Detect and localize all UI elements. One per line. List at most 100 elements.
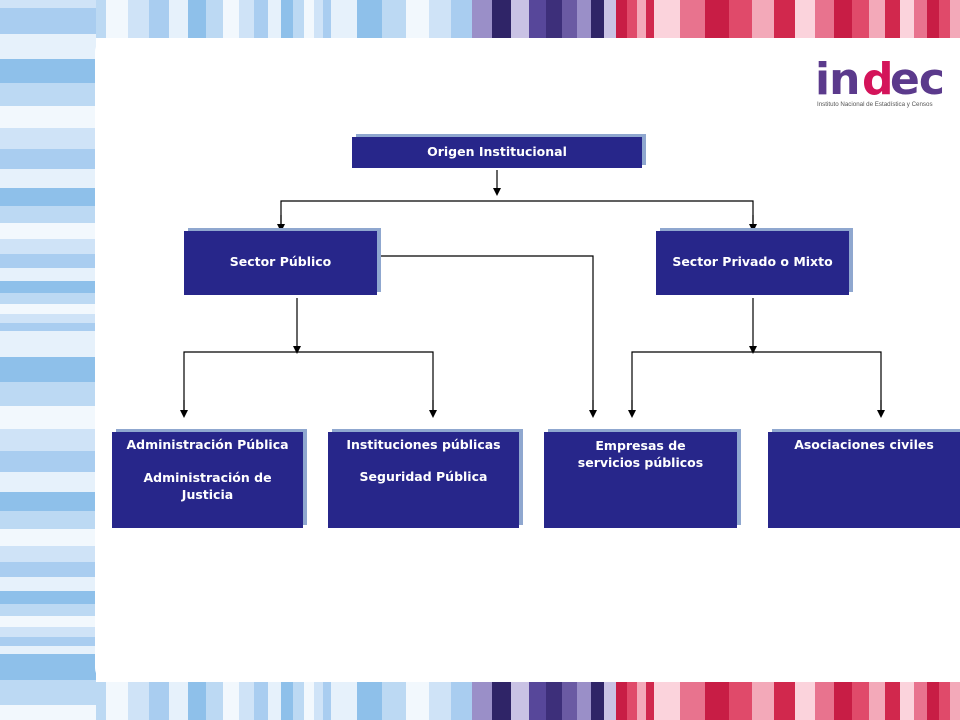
decorative-stripe <box>529 682 546 720</box>
decorative-stripe <box>472 682 492 720</box>
indec-wordmark-icon: in d ec <box>815 56 945 102</box>
decorative-stripe <box>323 682 331 720</box>
decorative-stripe <box>869 0 885 38</box>
node-admin-line1: Administración Pública <box>126 437 289 452</box>
node-origen-institucional: Origen Institucional <box>352 137 642 168</box>
decorative-stripe <box>0 0 96 8</box>
decorative-stripe <box>0 382 96 406</box>
decorative-stripe <box>0 604 96 616</box>
decorative-stripe <box>577 682 591 720</box>
decorative-stripe <box>654 0 680 38</box>
decorative-stripe <box>869 682 885 720</box>
node-instituciones-publicas: Instituciones públicas Seguridad Pública <box>328 432 519 528</box>
decorative-stripe <box>637 0 646 38</box>
decorative-stripe <box>852 682 869 720</box>
decorative-stripe <box>406 682 429 720</box>
decorative-stripe <box>546 0 562 38</box>
decorative-stripe <box>815 682 834 720</box>
decorative-stripe <box>281 682 293 720</box>
decorative-stripe <box>0 616 96 627</box>
decorative-stripe <box>927 0 939 38</box>
decorative-stripe <box>654 682 680 720</box>
decorative-stripe <box>885 0 900 38</box>
decorative-stripe <box>950 0 960 38</box>
node-sector-privado: Sector Privado o Mixto <box>656 231 849 295</box>
decorative-stripe-band-top <box>0 0 960 38</box>
decorative-stripe <box>577 0 591 38</box>
decorative-stripe <box>0 128 96 149</box>
decorative-stripe <box>795 682 815 720</box>
decorative-stripe <box>0 577 96 591</box>
decorative-stripe <box>0 314 96 323</box>
decorative-stripe <box>0 451 96 472</box>
decorative-stripe <box>451 682 472 720</box>
decorative-stripe <box>254 0 268 38</box>
decorative-stripe <box>0 169 96 188</box>
decorative-stripe <box>106 0 128 38</box>
decorative-stripe <box>900 0 914 38</box>
decorative-stripe <box>293 0 304 38</box>
decorative-stripe <box>0 357 96 382</box>
decorative-stripe <box>0 281 96 293</box>
node-administracion-publica: Administración Pública Administración de… <box>112 432 303 528</box>
decorative-stripe-band-left <box>0 0 96 720</box>
decorative-stripe-band-bottom <box>0 682 960 720</box>
decorative-stripe <box>562 0 577 38</box>
decorative-stripe <box>815 0 834 38</box>
decorative-stripe <box>680 0 705 38</box>
decorative-stripe <box>382 682 406 720</box>
decorative-stripe <box>239 682 254 720</box>
svg-text:ec: ec <box>890 56 944 102</box>
decorative-stripe <box>616 682 627 720</box>
decorative-stripe <box>0 492 96 511</box>
node-sector-publico: Sector Público <box>184 231 377 295</box>
logo-tagline: Instituto Nacional de Estadística y Cens… <box>817 101 933 108</box>
decorative-stripe <box>591 682 604 720</box>
decorative-stripe <box>834 682 852 720</box>
decorative-stripe <box>492 682 511 720</box>
decorative-stripe <box>680 682 705 720</box>
decorative-stripe <box>268 0 281 38</box>
decorative-stripe <box>529 0 546 38</box>
decorative-stripe <box>206 682 223 720</box>
decorative-stripe <box>705 682 729 720</box>
decorative-stripe <box>0 188 96 206</box>
decorative-stripe <box>357 0 382 38</box>
decorative-stripe <box>914 0 927 38</box>
decorative-stripe <box>281 0 293 38</box>
decorative-stripe <box>511 682 529 720</box>
node-empresas-servicios: Empresas de servicios públicos <box>544 432 737 528</box>
decorative-stripe <box>0 637 96 646</box>
decorative-stripe <box>729 0 752 38</box>
decorative-stripe <box>637 682 646 720</box>
decorative-stripe <box>128 0 149 38</box>
decorative-stripe <box>188 682 206 720</box>
decorative-stripe <box>223 0 239 38</box>
node-origen-label: Origen Institucional <box>427 144 567 159</box>
decorative-stripe <box>705 0 729 38</box>
decorative-stripe <box>304 682 314 720</box>
decorative-stripe <box>729 682 752 720</box>
decorative-stripe <box>0 268 96 281</box>
decorative-stripe <box>591 0 604 38</box>
node-admin-line2: Administración de Justicia <box>143 470 272 502</box>
decorative-stripe <box>206 0 223 38</box>
connector-publico-to-empresas <box>378 255 594 414</box>
decorative-stripe <box>0 654 96 680</box>
decorative-stripe <box>0 680 96 705</box>
decorative-stripe <box>0 529 96 546</box>
decorative-stripe <box>0 705 96 720</box>
decorative-stripe <box>149 0 169 38</box>
decorative-stripe <box>939 0 950 38</box>
decorative-stripe <box>0 34 96 59</box>
decorative-stripe <box>0 59 96 83</box>
node-empresas-line1: Empresas de servicios públicos <box>577 438 704 470</box>
decorative-stripe <box>852 0 869 38</box>
decorative-stripe <box>169 682 188 720</box>
node-instituciones-line2: Seguridad Pública <box>359 469 488 484</box>
decorative-stripe <box>546 682 562 720</box>
decorative-stripe <box>646 0 654 38</box>
decorative-stripe <box>451 0 472 38</box>
decorative-stripe <box>950 682 960 720</box>
decorative-stripe <box>406 0 429 38</box>
